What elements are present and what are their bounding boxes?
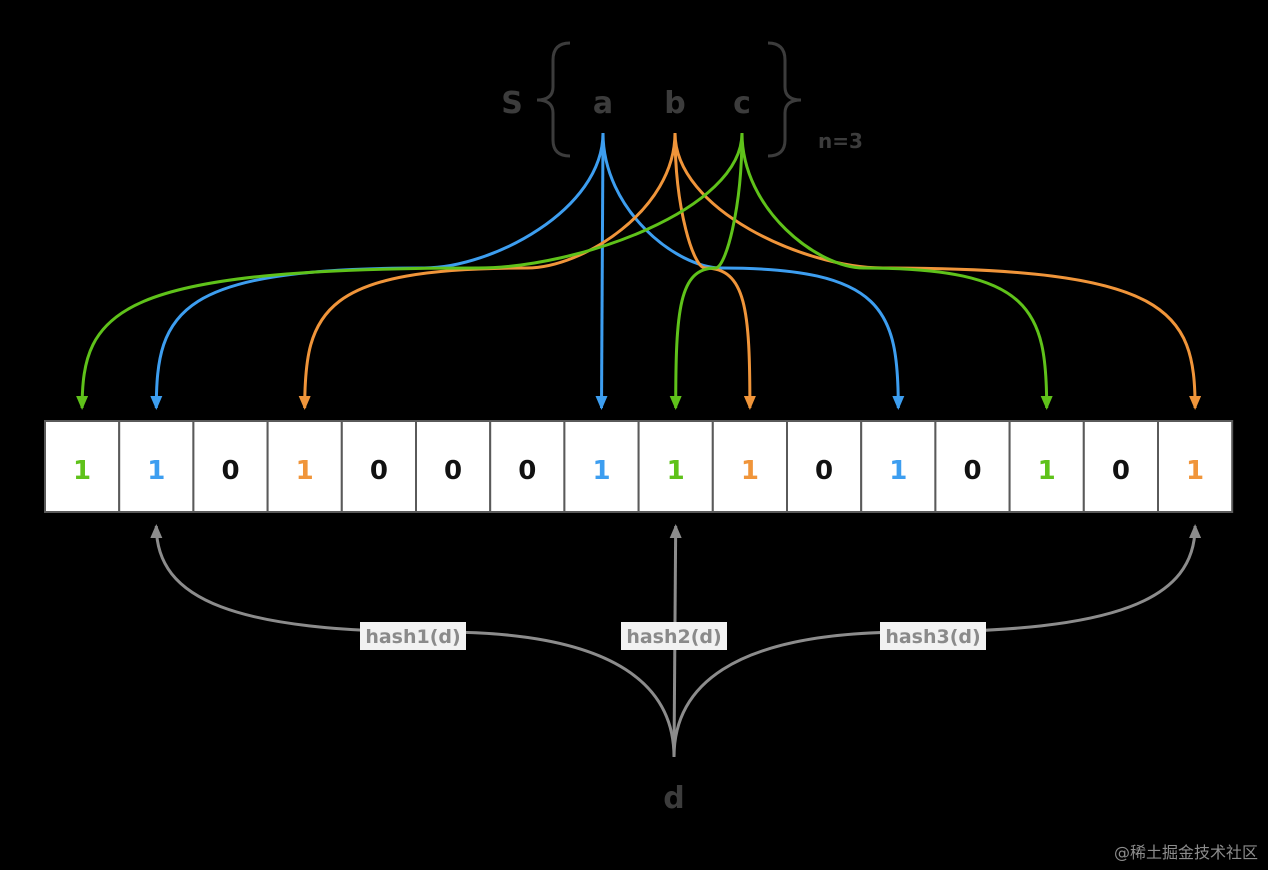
bit-value: 1	[592, 456, 610, 486]
bit-value: 1	[1038, 456, 1056, 486]
bit-value: 0	[1112, 456, 1130, 486]
watermark: @稀土掘金技术社区	[1114, 843, 1258, 862]
hash-label-2: hash2(d)	[621, 622, 727, 650]
hash-label-bg	[621, 622, 727, 650]
hash-label-3: hash3(d)	[880, 622, 986, 650]
bit-cell-box	[415, 420, 492, 513]
bit-value: 1	[889, 456, 907, 486]
bit-cell-14: 0	[1082, 420, 1160, 513]
bit-cell-12: 0	[934, 420, 1011, 513]
bit-value: 0	[815, 456, 833, 486]
set-label: S	[501, 86, 523, 121]
bit-cell-box	[637, 420, 714, 513]
bit-cell-box	[266, 420, 343, 513]
set-element-a: a	[593, 86, 613, 121]
hash-labels: hash1(d) hash2(d) hash3(d)	[360, 622, 986, 650]
bit-cell-box	[860, 420, 937, 513]
left-brace	[536, 41, 571, 158]
bit-cell-box	[340, 420, 417, 513]
bit-cell-box	[1157, 420, 1234, 513]
arrow-a-to-bit-7	[595, 132, 608, 410]
bit-cell-4: 0	[340, 420, 417, 513]
hash-label-text: hash1(d)	[365, 626, 460, 648]
bit-array: 1 1 0 1 0 0 0 1 1 1 0 1 0 1 0 1	[44, 420, 1234, 513]
arrow-c-to-bit-0	[76, 132, 744, 410]
query-element-label: d	[663, 781, 684, 816]
bit-cell-8: 1	[637, 420, 714, 513]
bit-cell-box	[44, 420, 121, 513]
hash-label-bg	[360, 622, 466, 650]
bit-cell-0: 1	[44, 420, 121, 513]
hash-label-1: hash1(d)	[360, 622, 466, 650]
bit-cell-13: 1	[1008, 420, 1085, 513]
bit-value: 0	[444, 456, 462, 486]
bit-cell-box	[563, 420, 640, 513]
bit-value: 0	[370, 456, 388, 486]
arrow-b-to-bit-3	[298, 132, 677, 410]
bit-cell-box	[711, 420, 788, 513]
bit-value: 1	[741, 456, 759, 486]
arrow-c-to-bit-13	[740, 132, 1053, 410]
bit-cell-7: 1	[563, 420, 640, 513]
arrow-c-to-bit-8	[669, 132, 744, 410]
bit-value: 0	[518, 456, 536, 486]
bit-cell-box	[489, 420, 566, 513]
bit-cell-3: 1	[266, 420, 343, 513]
bit-value: 1	[1186, 456, 1204, 486]
bit-value: 1	[73, 456, 91, 486]
bit-value: 0	[221, 456, 239, 486]
bit-cell-9: 1	[711, 420, 788, 513]
element-hash-arrows	[76, 132, 1202, 410]
bit-cell-6: 0	[489, 420, 566, 513]
hash-label-bg	[880, 622, 986, 650]
hash-label-text: hash3(d)	[885, 626, 980, 648]
set-element-c: c	[733, 86, 751, 121]
bit-cell-box	[786, 420, 863, 513]
bit-value: 1	[667, 456, 685, 486]
bit-value: 1	[296, 456, 314, 486]
bit-cell-11: 1	[860, 420, 937, 513]
bit-cell-5: 0	[415, 420, 492, 513]
bit-value: 0	[963, 456, 981, 486]
bit-cell-1: 1	[118, 420, 195, 513]
bit-cell-box	[934, 420, 1011, 513]
bit-cell-10: 0	[786, 420, 863, 513]
bit-value: 1	[147, 456, 165, 486]
hash-label-text: hash2(d)	[626, 626, 721, 648]
set-element-b: b	[664, 86, 685, 121]
bit-cell-2: 0	[192, 420, 269, 513]
bit-cell-15: 1	[1157, 420, 1234, 513]
set-element-labels: a b c	[593, 86, 751, 121]
set-size-label: n=3	[818, 129, 863, 153]
bit-cell-box	[1008, 420, 1085, 513]
arrow-a-to-bit-11	[601, 132, 905, 410]
right-brace	[767, 41, 802, 158]
